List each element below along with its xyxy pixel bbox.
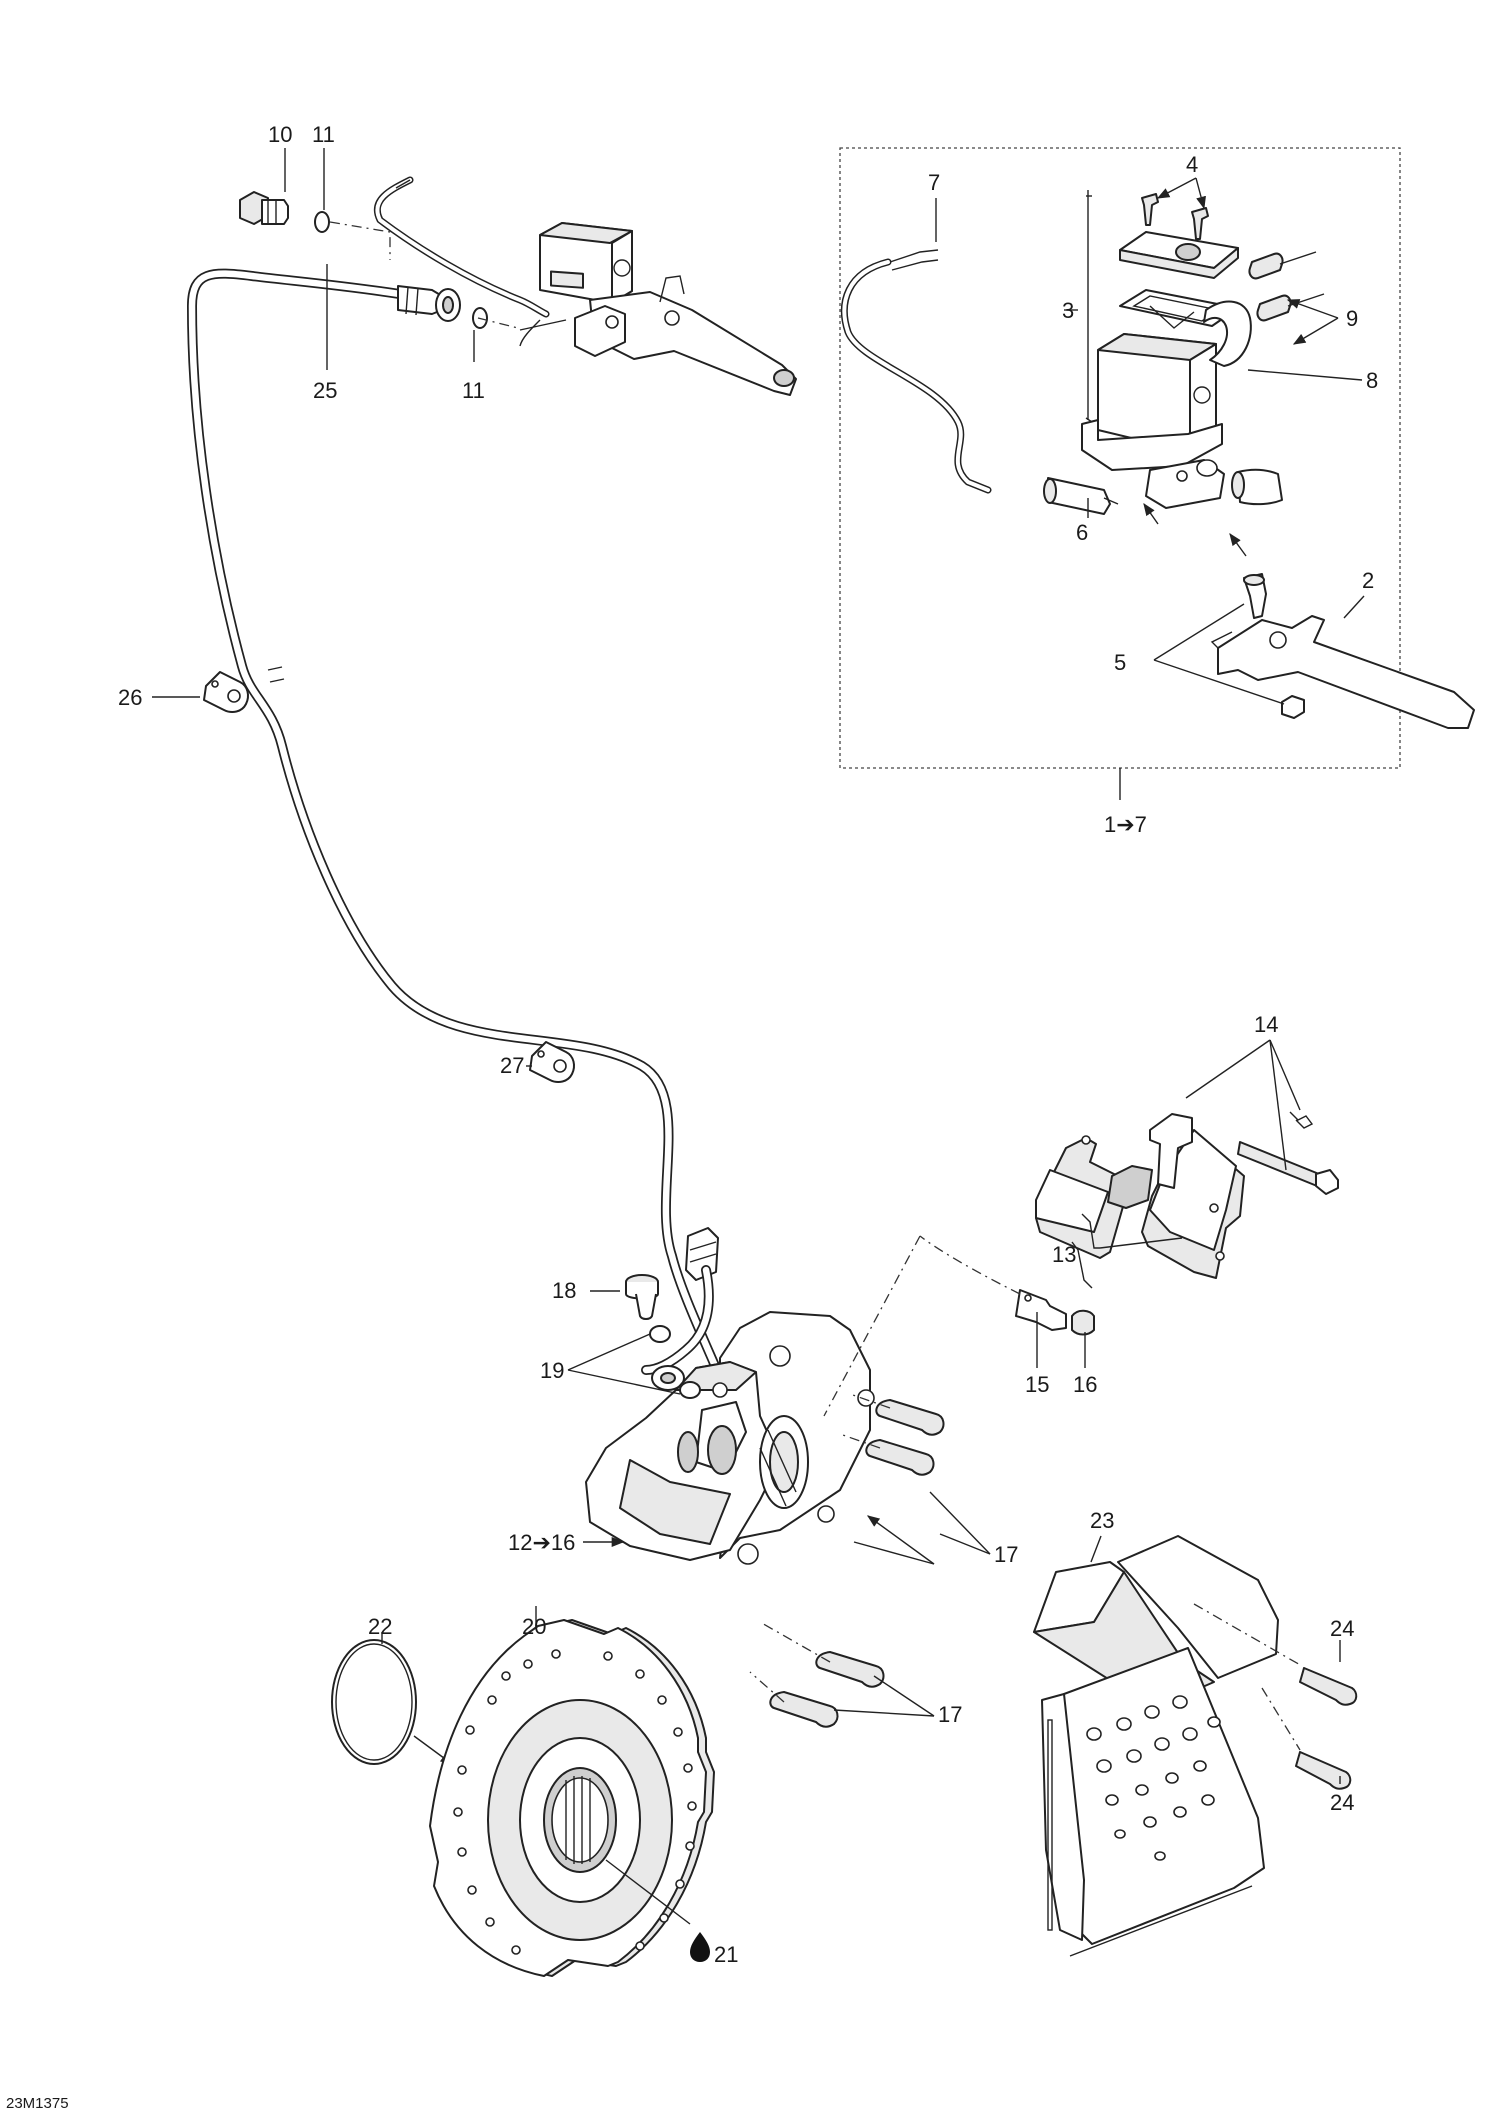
label-18: 18 bbox=[552, 1278, 576, 1303]
label-22: 22 bbox=[368, 1614, 392, 1639]
brake-pads-13 bbox=[1035, 1111, 1339, 1279]
label-5: 5 bbox=[1114, 650, 1126, 675]
label-1-to-7: 1➔7 bbox=[1104, 812, 1147, 837]
label-11-bottom: 11 bbox=[462, 378, 485, 403]
label-3: 3 bbox=[1062, 298, 1074, 323]
guard-screws-24 bbox=[1295, 1667, 1358, 1790]
label-27: 27 bbox=[500, 1053, 524, 1078]
label-9: 9 bbox=[1346, 306, 1358, 331]
hose-clip-26 bbox=[203, 671, 249, 713]
kit-exploded-parts bbox=[840, 193, 1475, 729]
label-8: 8 bbox=[1366, 368, 1378, 393]
master-cylinder-assembly bbox=[239, 176, 797, 396]
label-20: 20 bbox=[522, 1614, 546, 1639]
guard-holes bbox=[1086, 1695, 1221, 1861]
hose-clip-27 bbox=[529, 1041, 575, 1083]
label-24-upper: 24 bbox=[1330, 1616, 1354, 1641]
washer-19-upper bbox=[649, 1325, 671, 1343]
label-17-lower: 17 bbox=[938, 1702, 962, 1727]
washer-11-upper bbox=[314, 211, 330, 233]
drawing-code: 23M1375 bbox=[6, 2095, 69, 2112]
label-25: 25 bbox=[313, 378, 337, 403]
label-4: 4 bbox=[1186, 152, 1198, 177]
washer-19-lower bbox=[679, 1381, 701, 1399]
label-19: 19 bbox=[540, 1358, 564, 1383]
label-14: 14 bbox=[1254, 1012, 1278, 1037]
banjo-bolt-10 bbox=[239, 191, 289, 225]
label-6: 6 bbox=[1076, 520, 1088, 545]
disc-holes bbox=[453, 1649, 697, 1955]
o-ring-22 bbox=[331, 1639, 417, 1765]
label-21: 21 bbox=[714, 1942, 738, 1967]
label-24-lower: 24 bbox=[1330, 1790, 1354, 1815]
bleeder-cap-16 bbox=[1071, 1309, 1095, 1336]
label-10: 10 bbox=[268, 122, 292, 147]
label-17-upper: 17 bbox=[994, 1542, 1018, 1567]
banjo-bolt-18 bbox=[625, 1274, 659, 1320]
bleeder-screw-15 bbox=[1015, 1289, 1067, 1331]
brake-hose-25 bbox=[187, 268, 767, 1531]
label-11-top: 11 bbox=[312, 122, 335, 147]
caliper-screws-17 bbox=[769, 1399, 945, 1728]
label-7: 7 bbox=[928, 170, 940, 195]
label-23: 23 bbox=[1090, 1508, 1114, 1533]
brake-caliper bbox=[585, 1311, 875, 1565]
label-2: 2 bbox=[1362, 568, 1374, 593]
brake-disc-20 bbox=[429, 1619, 715, 1977]
label-26: 26 bbox=[118, 685, 142, 710]
label-13: 13 bbox=[1052, 1242, 1076, 1267]
label-16: 16 bbox=[1073, 1372, 1097, 1397]
part-number-labels: 10 11 25 11 26 27 7 4 3 9 8 6 2 5 1➔7 14… bbox=[6, 122, 1378, 2112]
label-15: 15 bbox=[1025, 1372, 1049, 1397]
label-12-to-16: 12➔16 bbox=[508, 1530, 575, 1555]
grease-drop-icon bbox=[690, 1932, 710, 1962]
master-cylinder-body bbox=[519, 222, 797, 396]
